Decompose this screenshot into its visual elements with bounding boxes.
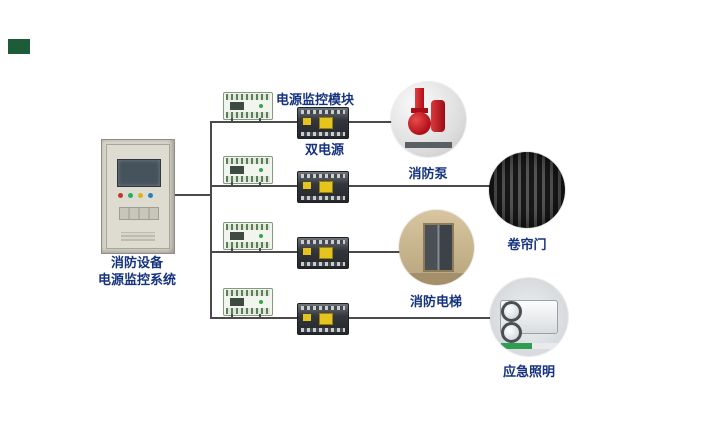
module-leg: [259, 248, 261, 252]
module-annotation-label: 电源监控模块: [276, 93, 355, 108]
pump-pipe: [415, 88, 424, 110]
power-monitor-module-1: [223, 92, 273, 120]
elevator-floor: [399, 273, 474, 285]
switch-handle: [319, 117, 333, 129]
module-led: [259, 234, 263, 238]
switch-terminals-bottom: [301, 328, 345, 332]
indicator-green: [128, 193, 133, 198]
switch-tag: [303, 118, 311, 125]
power-monitor-module-3: [223, 222, 273, 250]
switch-tag: [303, 314, 311, 321]
cabinet-door: [106, 144, 170, 249]
dual-power-switch-1: [297, 107, 349, 139]
dual-power-switch-4: [297, 303, 349, 335]
cabinet-indicator-lights: [118, 193, 153, 198]
fire-pump-photo: [391, 82, 466, 157]
power-monitor-module-2: [223, 156, 273, 184]
lamp-right: [501, 322, 522, 343]
module-screen: [230, 232, 244, 240]
light-fixture: [500, 300, 558, 349]
door-shade: [489, 152, 565, 228]
cabinet-connector-line: [173, 194, 211, 196]
cabinet-label: 消防设备 电源监控系统: [77, 255, 197, 289]
dual-power-switch-2: [297, 171, 349, 203]
module-leg: [231, 182, 233, 186]
switch-terminals-bottom: [301, 262, 345, 266]
module-led: [259, 104, 263, 108]
module-leg: [259, 182, 261, 186]
lamp-left: [501, 301, 522, 322]
cabinet-label-line2: 电源监控系统: [97, 273, 176, 288]
module-led: [259, 168, 263, 172]
roller-shutter-door-photo: [489, 152, 565, 228]
switch-terminals-top: [301, 174, 345, 178]
cabinet-vents: [121, 232, 155, 241]
module-leg: [231, 118, 233, 122]
fire-elevator-photo: [399, 210, 474, 285]
fixture-stripe: [501, 343, 557, 349]
switch-handle: [319, 313, 333, 325]
branch-line-4: [210, 317, 492, 319]
device-label-fire-elevator: 消防电梯: [409, 295, 463, 310]
indicator-yellow: [138, 193, 143, 198]
module-leg: [231, 314, 233, 318]
switch-terminals-top: [301, 240, 345, 244]
switch-terminals-bottom: [301, 196, 345, 200]
device-label-fire-pump: 消防泵: [408, 167, 448, 182]
dual-power-annotation-label: 双电源: [305, 143, 345, 158]
pump-base: [405, 142, 452, 148]
switch-terminals-bottom: [301, 132, 345, 136]
pump-motor: [431, 100, 445, 132]
cabinet-display-screen: [117, 159, 161, 187]
module-leg: [259, 314, 261, 318]
device-label-emergency-lighting: 应急照明: [502, 365, 556, 380]
switch-terminals-top: [301, 110, 345, 114]
corner-mark: [8, 39, 30, 54]
monitoring-cabinet: [101, 139, 175, 254]
module-screen: [230, 102, 244, 110]
module-screen: [230, 298, 244, 306]
indicator-red: [118, 193, 123, 198]
switch-tag: [303, 182, 311, 189]
power-monitor-module-4: [223, 288, 273, 316]
module-led: [259, 300, 263, 304]
elevator-door: [423, 223, 454, 272]
indicator-blue: [148, 193, 153, 198]
dual-power-switch-3: [297, 237, 349, 269]
cabinet-label-line1: 消防设备: [110, 256, 163, 271]
branch-line-2: [210, 185, 490, 187]
trunk-line: [210, 121, 212, 319]
pump-body: [408, 112, 431, 135]
pump-flange: [411, 108, 428, 113]
device-label-roller-door: 卷帘门: [507, 238, 547, 253]
switch-handle: [319, 181, 333, 193]
switch-tag: [303, 248, 311, 255]
switch-terminals-top: [301, 306, 345, 310]
cabinet-switch-row: [119, 207, 159, 220]
module-leg: [259, 118, 261, 122]
switch-handle: [319, 247, 333, 259]
module-screen: [230, 166, 244, 174]
module-leg: [231, 248, 233, 252]
emergency-lighting-photo: [490, 278, 568, 356]
